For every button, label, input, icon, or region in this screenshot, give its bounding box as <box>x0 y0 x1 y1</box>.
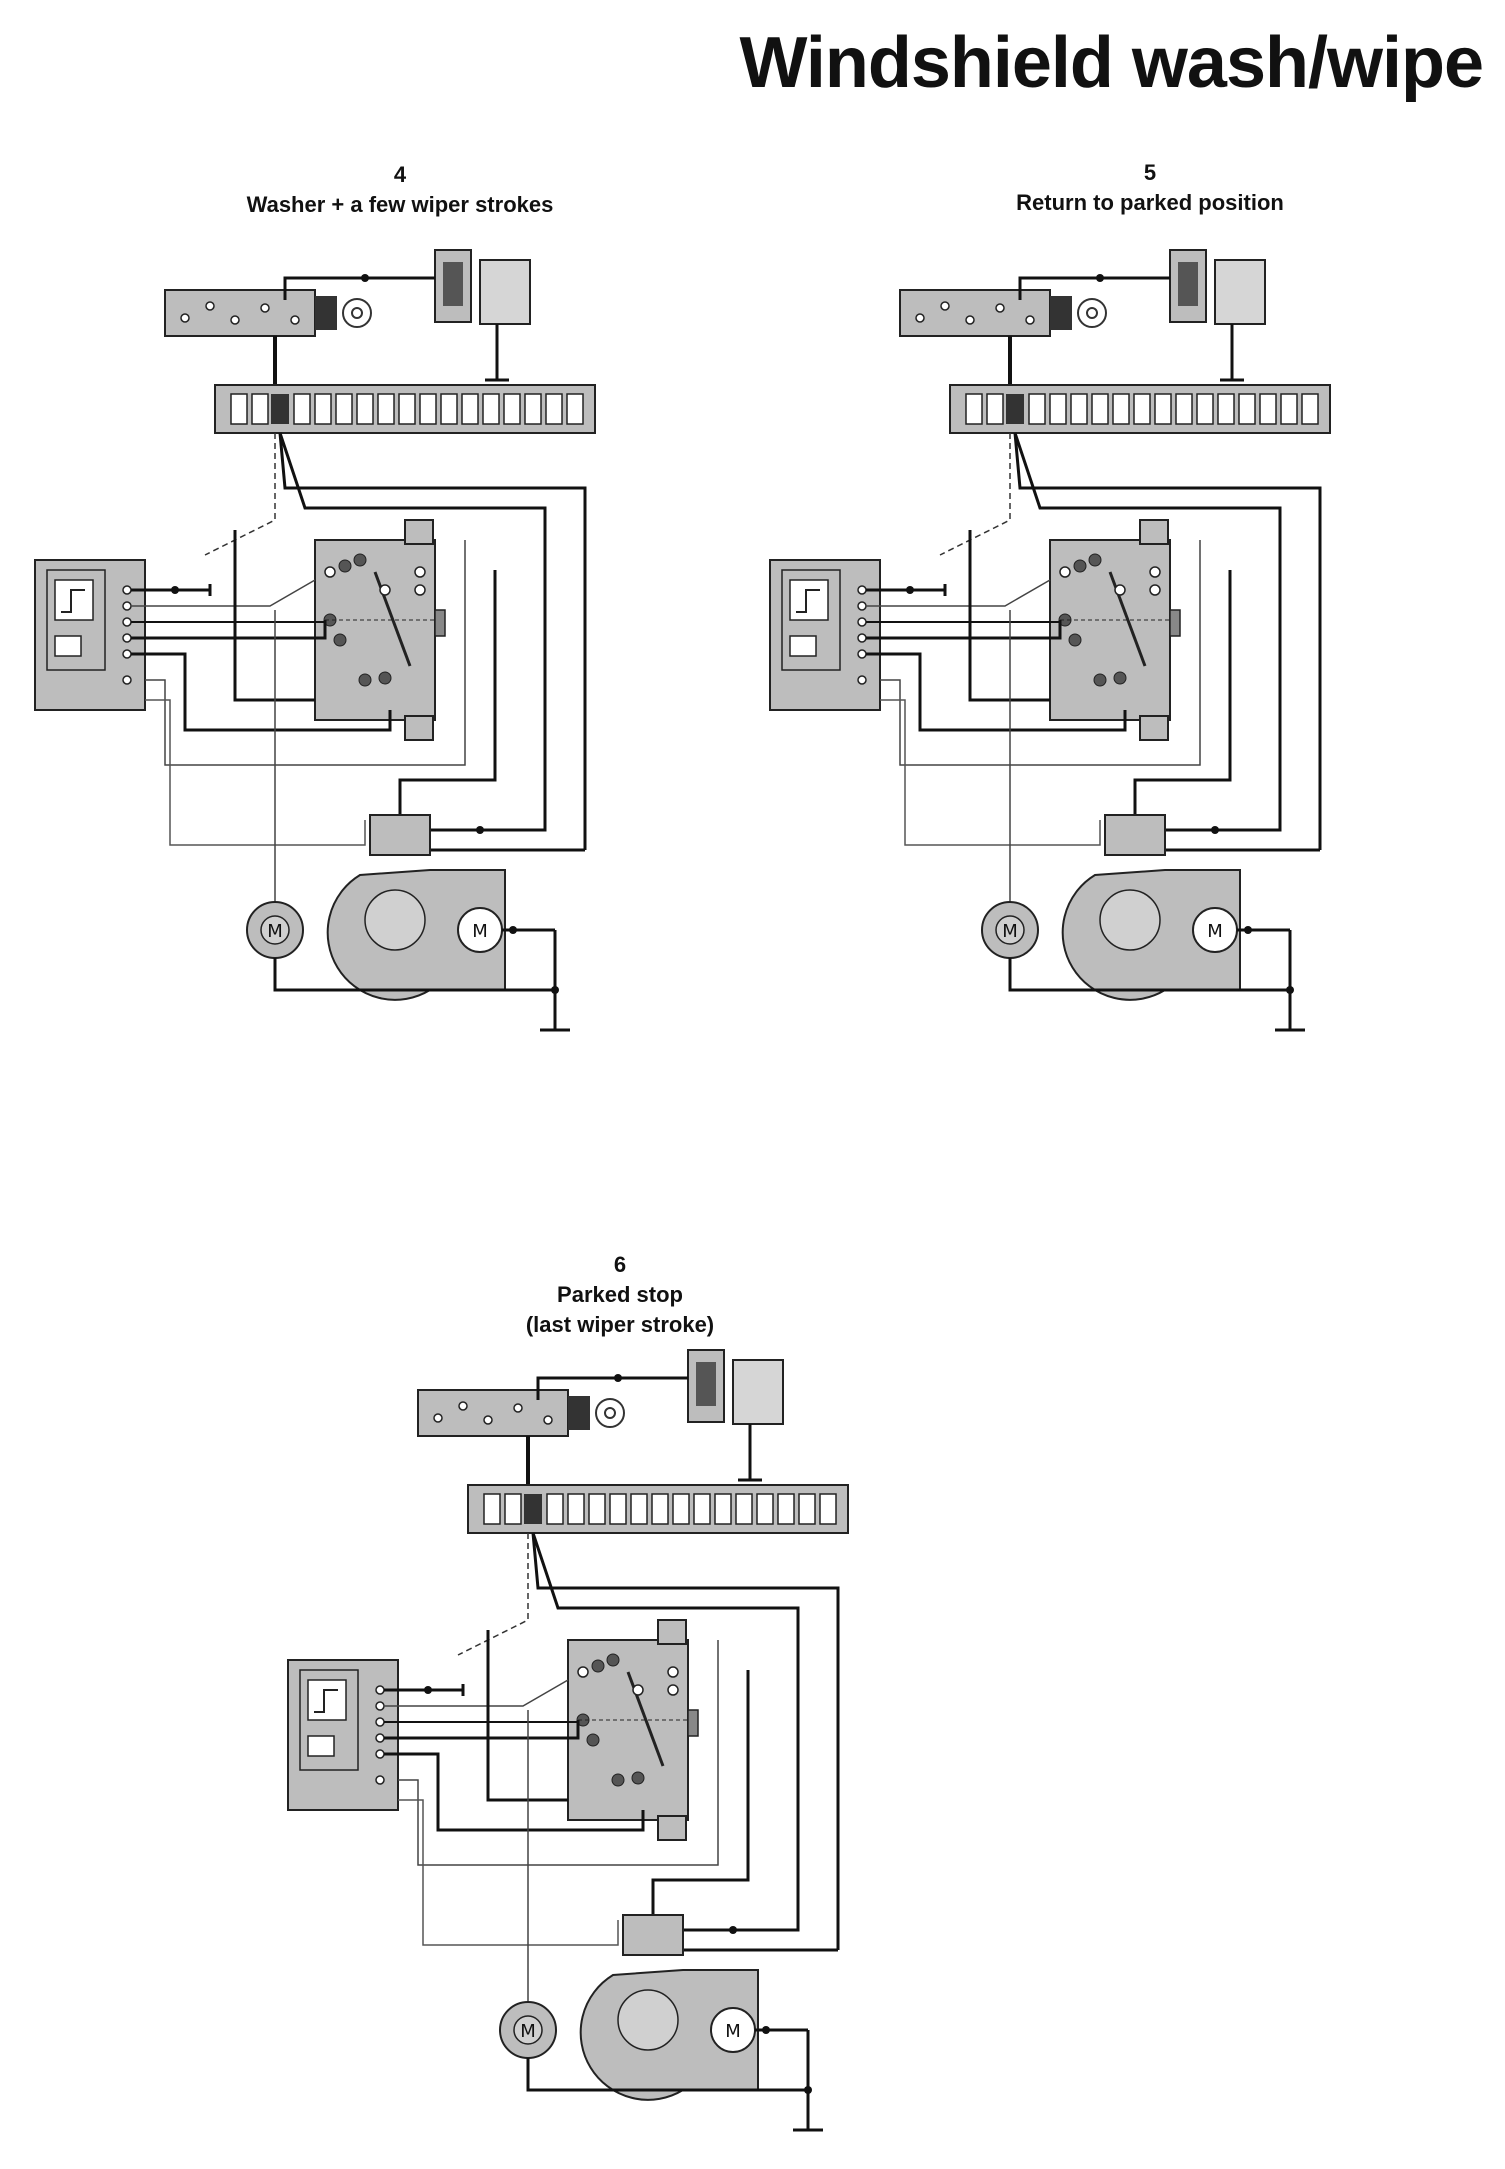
wiring-diagram-4 <box>33 248 597 1032</box>
diagram-number: 4 <box>393 162 407 187</box>
diagram-title: Washer + a few wiper strokes <box>246 192 554 217</box>
diagram-6-caption: 6 Parked stop (last wiper stroke) <box>410 1250 830 1340</box>
diagram-4-caption: 4 Washer + a few wiper strokes <box>190 160 610 220</box>
wiring-diagram-5 <box>768 248 1332 1032</box>
diagram-number: 6 <box>613 1252 627 1277</box>
page-title: Windshield wash/wipe <box>739 23 1484 103</box>
diagram-subtitle: (last wiper stroke) <box>525 1312 715 1337</box>
wiring-diagram-6 <box>286 1348 850 2132</box>
diagram-title: Parked stop <box>557 1282 683 1307</box>
diagram-title: Return to parked position <box>1016 190 1284 215</box>
diagram-number: 5 <box>1143 160 1157 185</box>
diagram-5-caption: 5 Return to parked position <box>940 158 1360 218</box>
